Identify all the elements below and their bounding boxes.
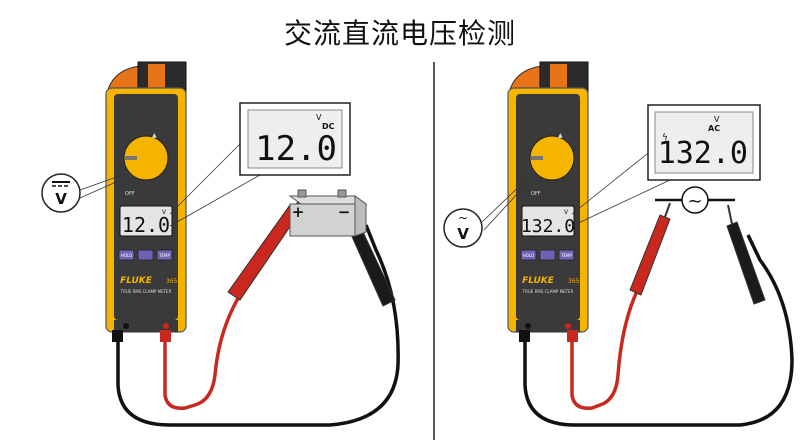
- dc-panel: + − ▲ OFF 12.0 V HOLD TEMP: [41, 61, 400, 427]
- battery-minus-label: −: [338, 203, 351, 221]
- brand-logo: FLUKE: [522, 276, 555, 286]
- ac-lcd-unit: V: [714, 115, 720, 124]
- ac-source-symbol: ~: [687, 191, 702, 212]
- page-title: 交流直流电压检测: [283, 17, 516, 50]
- temp-button[interactable]: [558, 249, 575, 261]
- meter-lcd-unit: V: [162, 209, 167, 216]
- meter-lcd-reading: 12.0: [122, 213, 170, 237]
- meter-lcd-reading: 132.0: [521, 216, 575, 237]
- battery-plus-label: +: [292, 203, 305, 221]
- black-probe: [726, 204, 766, 305]
- svg-text:~: ~: [458, 211, 468, 225]
- red-probe: [629, 202, 671, 296]
- high-voltage-warning-icon: ϟ: [662, 133, 668, 143]
- hold-button[interactable]: [520, 249, 537, 261]
- dial-mark-top: ▲: [152, 132, 157, 139]
- dc-voltage-symbol: V: [55, 190, 67, 208]
- svg-text:OFF: OFF: [531, 191, 541, 197]
- dc-lcd-mode: DC: [322, 122, 335, 131]
- model-label: 365: [568, 278, 580, 285]
- meter-subtitle: TRUE RMS CLAMP METER: [120, 289, 172, 294]
- svg-text:HOLD: HOLD: [523, 253, 534, 258]
- temp-button[interactable]: [156, 249, 173, 261]
- ac-function-callout: ~ V: [443, 177, 529, 248]
- rotary-dial[interactable]: [529, 135, 575, 181]
- svg-text:HOLD: HOLD: [121, 253, 132, 258]
- black-plug: [519, 330, 530, 342]
- ac-source: ~: [655, 186, 735, 214]
- ac-lcd-reading: 132.0: [658, 136, 748, 171]
- red-plug: [160, 330, 171, 342]
- red-plug: [567, 330, 578, 342]
- meter-lcd-unit: V: [564, 209, 569, 216]
- battery: + −: [288, 189, 368, 237]
- svg-text:OFF: OFF: [125, 191, 135, 197]
- ac-lcd-mode: AC: [708, 124, 720, 133]
- meter-subtitle: TRUE RMS CLAMP METER: [522, 289, 574, 294]
- brand-logo: FLUKE: [120, 276, 153, 286]
- dc-lcd-unit: V: [316, 113, 322, 122]
- clamp-meter: ▲ OFF 132.0 V HOLD TEMP FLUKE 365 TRUE R…: [507, 87, 589, 342]
- svg-text:TEMP: TEMP: [158, 253, 170, 258]
- red-test-lead: [163, 249, 272, 410]
- dc-function-callout: V: [41, 173, 126, 213]
- red-test-lead: [570, 264, 652, 410]
- backlight-button[interactable]: [539, 249, 556, 261]
- model-label: 365: [166, 278, 178, 285]
- black-test-lead: [523, 234, 794, 427]
- ac-voltage-symbol: V: [457, 225, 469, 243]
- clamp-meter: ▲ OFF 12.0 V HOLD TEMP FLUKE 365 TRUE RM…: [105, 87, 187, 342]
- meter-lcd: [119, 205, 173, 237]
- meter-lcd: [521, 205, 575, 237]
- hold-button[interactable]: [118, 249, 135, 261]
- dc-lcd-reading: 12.0: [255, 129, 337, 169]
- rotary-dial[interactable]: [123, 135, 169, 181]
- svg-text:TEMP: TEMP: [560, 253, 572, 258]
- backlight-button[interactable]: [137, 249, 154, 261]
- ac-lcd-callout: ϟ V AC 132.0: [571, 104, 761, 227]
- ac-panel: ~ ▲ OFF 132.0 V HOLD TEMP FLUKE 365 T: [443, 61, 794, 427]
- black-plug: [112, 330, 123, 342]
- svg-text:▲: ▲: [558, 132, 563, 139]
- dc-lcd-callout: V DC 12.0: [169, 102, 351, 227]
